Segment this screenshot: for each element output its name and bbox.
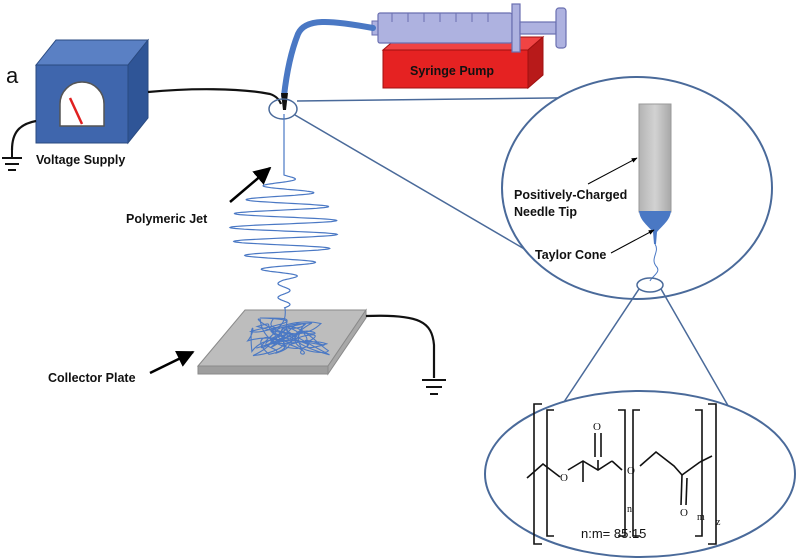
jet-zoom-circle xyxy=(636,277,664,293)
voltage-supply-label: Voltage Supply xyxy=(36,153,125,167)
ground-wire-left xyxy=(10,119,37,151)
oxygen-label-1: O xyxy=(560,472,568,484)
taylor-cone-label: Taylor Cone xyxy=(535,248,606,262)
needle-zoom-circle xyxy=(268,98,298,120)
ratio-label: n:m= 85:15 xyxy=(581,526,646,541)
zoom-line-c-left xyxy=(551,288,640,421)
collected-fiber-mat xyxy=(246,307,330,357)
ground-wire-right xyxy=(365,314,436,378)
collector-plate-label: Collector Plate xyxy=(48,371,136,385)
polymeric-jet-label: Polymeric Jet xyxy=(126,212,208,226)
taylor-cone-arrow xyxy=(610,229,655,254)
polymeric-jet xyxy=(228,114,339,309)
needle-tip-label-line1: Positively-Charged xyxy=(514,188,627,202)
subscript-z: z xyxy=(716,517,721,528)
voltmeter-dial-icon xyxy=(59,81,105,127)
zoomed-jet xyxy=(649,243,659,282)
high-voltage-wire xyxy=(147,88,283,105)
panel-b-ellipse xyxy=(501,76,773,300)
panel-letter-a: a xyxy=(6,63,19,88)
oxygen-label-2: O xyxy=(593,421,601,433)
zoomed-needle xyxy=(638,103,672,213)
feed-tube xyxy=(281,19,376,99)
oxygen-label-3: O xyxy=(627,465,635,477)
panel-c-ellipse xyxy=(484,390,796,558)
ground-symbol-left-icon xyxy=(2,150,22,171)
syringe-icon xyxy=(371,3,567,53)
polymeric-jet-arrow xyxy=(229,166,272,203)
subscript-m: m xyxy=(697,512,705,523)
needle-tip-label-line2: Needle Tip xyxy=(514,205,577,219)
syringe-pump-label: Syringe Pump xyxy=(410,64,494,78)
plga-structure xyxy=(526,403,717,545)
needle-tip-icon xyxy=(281,93,288,110)
voltage-supply-box xyxy=(34,38,150,145)
ground-symbol-right-icon xyxy=(422,379,446,395)
collector-plate-arrow xyxy=(149,350,195,375)
voltmeter-needle-icon xyxy=(68,97,84,125)
taylor-cone-shape xyxy=(639,211,671,244)
zoom-line-c-right xyxy=(660,288,739,424)
needle-tip-arrow xyxy=(587,157,638,185)
oxygen-label-4: O xyxy=(680,507,688,519)
subscript-n: n xyxy=(627,504,632,515)
